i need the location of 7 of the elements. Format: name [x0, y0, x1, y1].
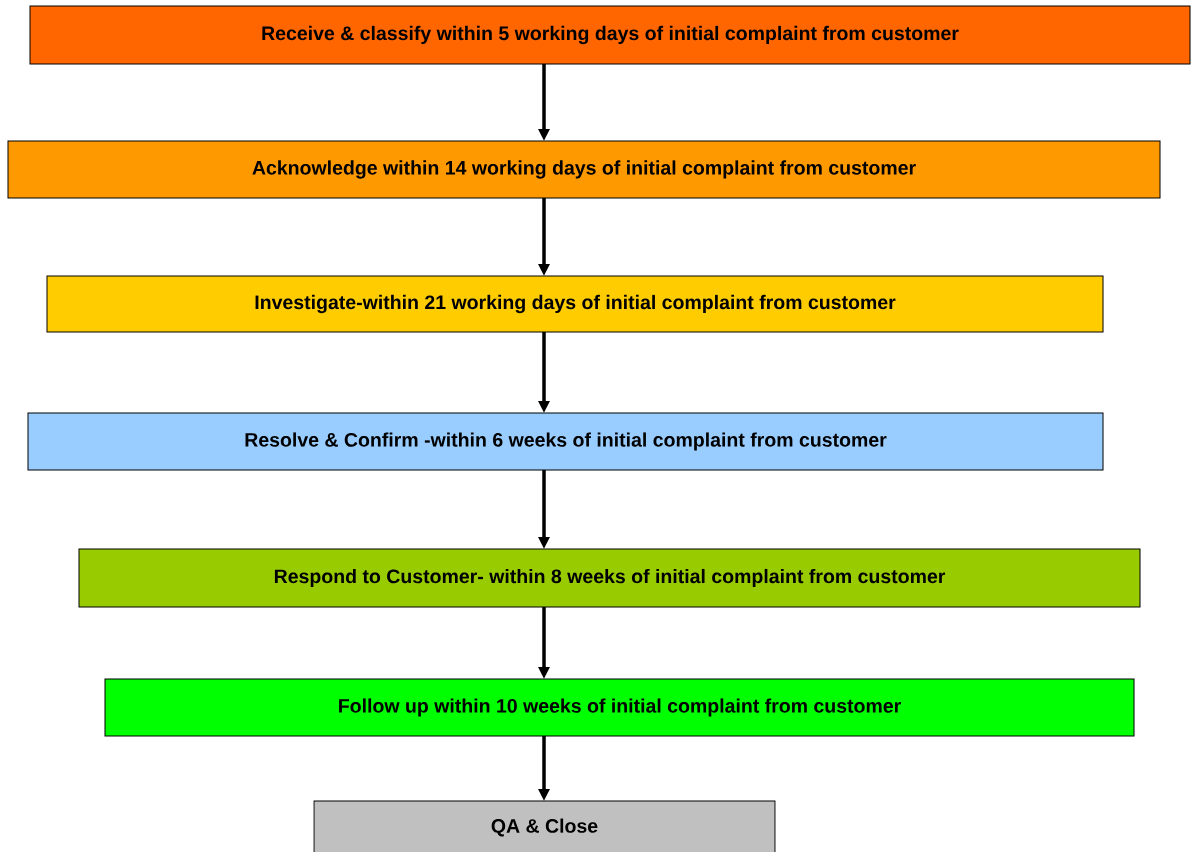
process-box: Investigate-within 21 working days of initial complaint from customer: [46, 275, 1104, 333]
process-box: Resolve & Confirm -within 6 weeks of initial complaint from customer: [27, 412, 1104, 471]
process-box: Acknowledge within 14 working days of initial complaint from customer: [7, 140, 1161, 199]
process-box: Respond to Customer- within 8 weeks of initial complaint from customer: [78, 548, 1141, 608]
process-box: QA & Close: [313, 800, 776, 852]
process-box: Follow up within 10 weeks of initial complaint from customer: [104, 678, 1135, 737]
process-box: Receive & classify within 5 working days of initial complaint from customer: [29, 5, 1191, 65]
